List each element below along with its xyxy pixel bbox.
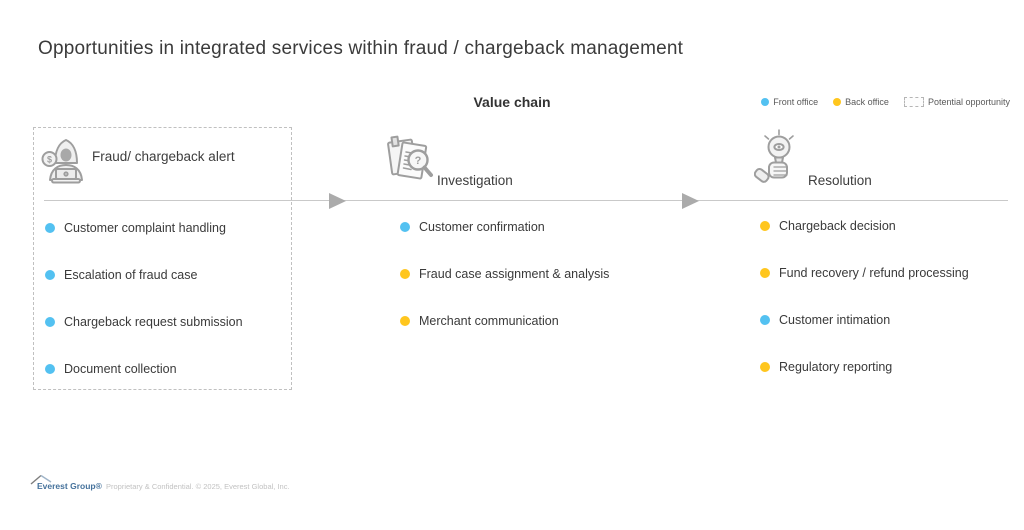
list-item-label: Customer complaint handling xyxy=(64,221,226,235)
list-item: Customer confirmation xyxy=(400,220,609,234)
list-item: Chargeback decision xyxy=(760,219,969,233)
list-item: Fraud case assignment & analysis xyxy=(400,267,609,281)
front-office-dot-icon xyxy=(400,222,410,232)
list-item-label: Customer intimation xyxy=(779,313,891,327)
front-office-dot-icon xyxy=(45,317,55,327)
list-item: Customer complaint handling xyxy=(45,221,243,235)
fraud-alert-icon: $ xyxy=(41,136,91,191)
column-list-resolution: Chargeback decision Fund recovery / refu… xyxy=(760,219,969,407)
front-office-dot-icon xyxy=(45,364,55,374)
legend-label-potential-opportunity: Potential opportunity xyxy=(927,97,1010,107)
list-item: Document collection xyxy=(45,362,243,376)
legend-label-back-office: Back office xyxy=(845,97,889,107)
legend-label-front-office: Front office xyxy=(773,97,819,107)
list-item: Merchant communication xyxy=(400,314,609,328)
list-item-label: Chargeback request submission xyxy=(64,315,243,329)
back-office-dot-icon xyxy=(760,362,770,372)
value-chain-arrow-line xyxy=(44,200,1008,201)
front-office-dot-icon xyxy=(761,98,770,106)
list-item-label: Escalation of fraud case xyxy=(64,268,198,282)
back-office-dot-icon xyxy=(760,221,770,231)
list-item: Regulatory reporting xyxy=(760,360,969,374)
investigation-icon: ? xyxy=(382,134,436,197)
list-item-label: Chargeback decision xyxy=(779,219,896,233)
column-list-fraud-chargeback-alert: Customer complaint handling Escalation o… xyxy=(45,221,243,409)
page-title: Opportunities in integrated services wit… xyxy=(38,38,684,59)
mountain-peak-icon xyxy=(30,474,52,485)
value-chain-heading: Value chain xyxy=(473,94,551,110)
list-item: Chargeback request submission xyxy=(45,315,243,329)
front-office-dot-icon xyxy=(45,223,55,233)
column-list-investigation: Customer confirmation Fraud case assignm… xyxy=(400,220,609,361)
column-title-resolution: Resolution xyxy=(808,173,872,188)
legend: Front office Back office Potential oppor… xyxy=(761,97,1010,107)
back-office-dot-icon xyxy=(833,98,842,106)
list-item: Fund recovery / refund processing xyxy=(760,266,969,280)
potential-opportunity-swatch-icon xyxy=(903,97,924,107)
list-item: Customer intimation xyxy=(760,313,969,327)
footer: Everest Group® Proprietary & Confidentia… xyxy=(30,474,290,493)
resolution-icon xyxy=(753,129,804,196)
legend-item-potential-opportunity: Potential opportunity xyxy=(903,97,1010,107)
list-item-label: Fund recovery / refund processing xyxy=(779,266,969,280)
back-office-dot-icon xyxy=(400,269,410,279)
everest-group-wordmark: Everest Group® xyxy=(37,481,102,491)
front-office-dot-icon xyxy=(45,270,55,280)
back-office-dot-icon xyxy=(400,316,410,326)
list-item-label: Regulatory reporting xyxy=(779,360,893,374)
arrow-right-icon xyxy=(329,192,346,209)
front-office-dot-icon xyxy=(760,315,770,325)
column-title-investigation: Investigation xyxy=(437,173,513,188)
list-item-label: Customer confirmation xyxy=(419,220,545,234)
everest-group-logo: Everest Group® xyxy=(30,474,102,493)
footer-copyright: Proprietary & Confidential. © 2025, Ever… xyxy=(106,482,290,491)
list-item: Escalation of fraud case xyxy=(45,268,243,282)
column-title-fraud-chargeback-alert: Fraud/ chargeback alert xyxy=(92,149,235,164)
potential-opportunity-box xyxy=(33,127,292,390)
svg-text:?: ? xyxy=(415,155,422,167)
list-item-label: Merchant communication xyxy=(419,314,559,328)
legend-item-front-office: Front office xyxy=(761,97,818,107)
list-item-label: Fraud case assignment & analysis xyxy=(419,267,610,281)
svg-text:$: $ xyxy=(47,155,52,165)
back-office-dot-icon xyxy=(760,268,770,278)
legend-item-back-office: Back office xyxy=(833,97,889,107)
arrow-right-icon xyxy=(682,192,699,209)
list-item-label: Document collection xyxy=(64,362,177,376)
